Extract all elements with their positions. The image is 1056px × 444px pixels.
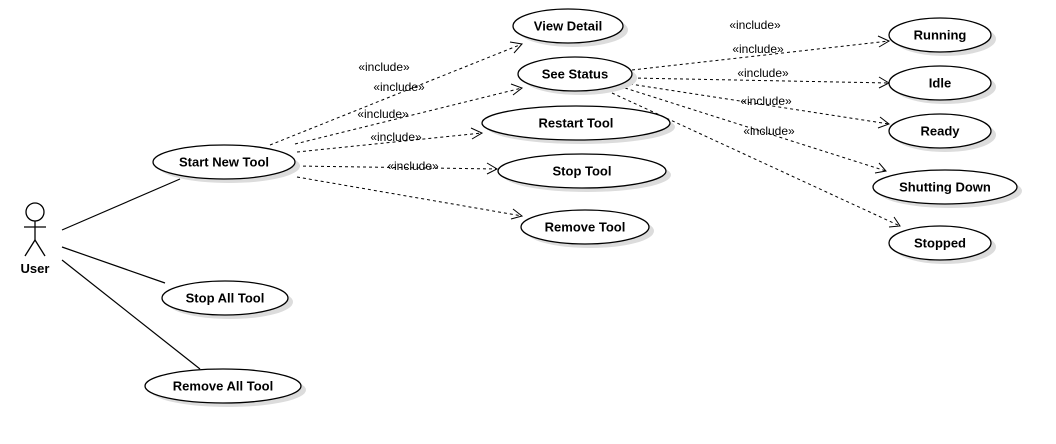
use-case-stop-tool[interactable]: Stop Tool (497, 153, 671, 192)
include-label: «include» (357, 107, 409, 121)
association-start-new-tool (61, 178, 181, 231)
use-case-label: Restart Tool (539, 116, 614, 131)
include-label: «include» (729, 18, 781, 32)
use-case-label: Stop All Tool (186, 291, 265, 306)
include-ready (629, 83, 891, 129)
use-case-restart-tool[interactable]: Restart Tool (481, 105, 675, 144)
use-case-label: Remove Tool (545, 220, 626, 235)
include-shutting-down (624, 87, 887, 174)
include-label: «include» (358, 60, 410, 74)
include-label: «include» (387, 159, 439, 173)
use-case-label: Remove All Tool (173, 379, 273, 394)
include-label: «include» (373, 80, 425, 94)
include-remove-tool (296, 176, 524, 220)
use-case-label: Start New Tool (179, 155, 269, 170)
include-see-status (294, 83, 524, 145)
use-case-shutting-down[interactable]: Shutting Down (872, 169, 1022, 208)
use-case-start-new-tool[interactable]: Start New Tool (152, 144, 300, 183)
use-case-label: Shutting Down (899, 180, 991, 195)
use-case-stopped[interactable]: Stopped (888, 225, 996, 264)
include-restart-tool (296, 127, 484, 153)
actor-label: User (21, 261, 50, 276)
include-label: «include» (370, 130, 422, 144)
include-label: «include» (732, 42, 784, 56)
use-case-label: See Status (542, 67, 608, 82)
use-case-label: View Detail (534, 19, 602, 34)
include-label: «include» (740, 94, 792, 108)
include-label: «include» (737, 66, 789, 80)
use-case-remove-all-tool[interactable]: Remove All Tool (144, 368, 306, 407)
include-label: «include» (743, 124, 795, 138)
include-view-detail (269, 41, 523, 146)
use-case-idle[interactable]: Idle (888, 65, 996, 104)
use-case-ready[interactable]: Ready (888, 113, 996, 152)
use-case-label: Ready (920, 124, 960, 139)
use-case-remove-tool[interactable]: Remove Tool (520, 209, 654, 248)
use-case-label: Idle (929, 76, 951, 91)
use-case-stop-all-tool[interactable]: Stop All Tool (161, 280, 293, 319)
association-remove-all-tool (61, 259, 201, 370)
actor-user[interactable]: User (21, 202, 50, 276)
include-stop-tool (296, 162, 499, 175)
include-stopped (611, 92, 901, 228)
association-stop-all-tool (61, 246, 166, 284)
use-case-label: Stop Tool (553, 164, 612, 179)
use-case-see-status[interactable]: See Status (517, 56, 637, 95)
use-case-label: Running (914, 28, 967, 43)
use-case-running[interactable]: Running (888, 17, 996, 56)
include-running (631, 35, 891, 71)
use-case-view-detail[interactable]: View Detail (512, 8, 628, 47)
use-case-label: Stopped (914, 236, 966, 251)
